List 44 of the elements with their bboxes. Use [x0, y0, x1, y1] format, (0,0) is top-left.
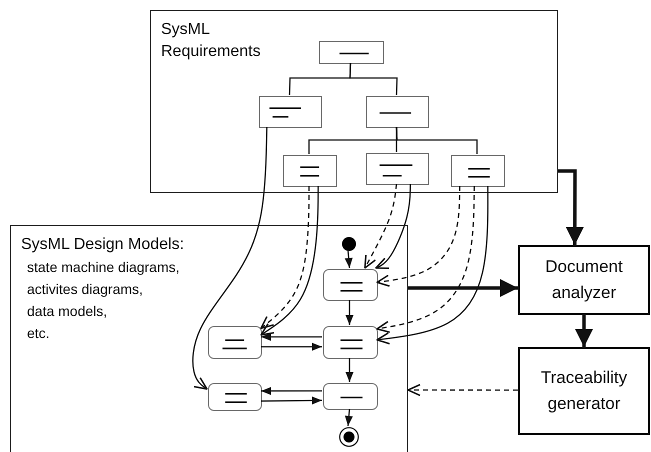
- arrow: [192, 126, 268, 390]
- frame-title: SysML Requirements: [161, 20, 262, 62]
- initial-state-icon: [342, 237, 356, 251]
- arrow: [558, 169, 584, 245]
- arrow: [261, 386, 322, 395]
- frame-title: SysML Design Models:: [21, 235, 186, 255]
- requirement-box: [451, 155, 505, 187]
- design-models-frame: [10, 225, 408, 452]
- frame-description: state machine diagrams, activites diagrams, data models, etc.: [27, 258, 181, 343]
- connector-line: [396, 126, 478, 154]
- arrow: [364, 184, 398, 269]
- requirement-box: [319, 41, 384, 64]
- process-label: Document analyzer: [544, 256, 624, 304]
- arrow: [344, 250, 353, 268]
- arrow: [376, 186, 475, 333]
- requirements-frame: [150, 10, 558, 193]
- arrow: [375, 184, 411, 270]
- arrow: [575, 315, 593, 347]
- connector-line: [349, 62, 398, 96]
- process-box: [518, 347, 650, 435]
- arrow: [344, 408, 353, 426]
- arrow: [408, 278, 518, 297]
- arrow: [376, 186, 488, 344]
- requirement-box: [259, 96, 322, 128]
- arrow: [346, 358, 354, 382]
- state-box: [323, 326, 378, 359]
- arrow: [261, 396, 322, 404]
- arrow: [376, 186, 460, 287]
- arrow: [407, 384, 518, 396]
- requirement-box: [366, 96, 429, 128]
- requirement-box: [366, 153, 429, 185]
- arrow: [260, 186, 319, 336]
- arrow: [261, 342, 322, 351]
- arrow: [260, 186, 310, 330]
- state-box: [208, 326, 262, 359]
- arrow: [346, 300, 354, 325]
- process-label: Traceability generator: [540, 367, 628, 415]
- requirement-box: [283, 155, 337, 187]
- arrow: [261, 332, 322, 341]
- state-box: [323, 269, 378, 301]
- process-box: [518, 245, 650, 315]
- state-box: [323, 383, 378, 410]
- final-state-icon: [339, 427, 359, 447]
- state-box: [208, 383, 262, 411]
